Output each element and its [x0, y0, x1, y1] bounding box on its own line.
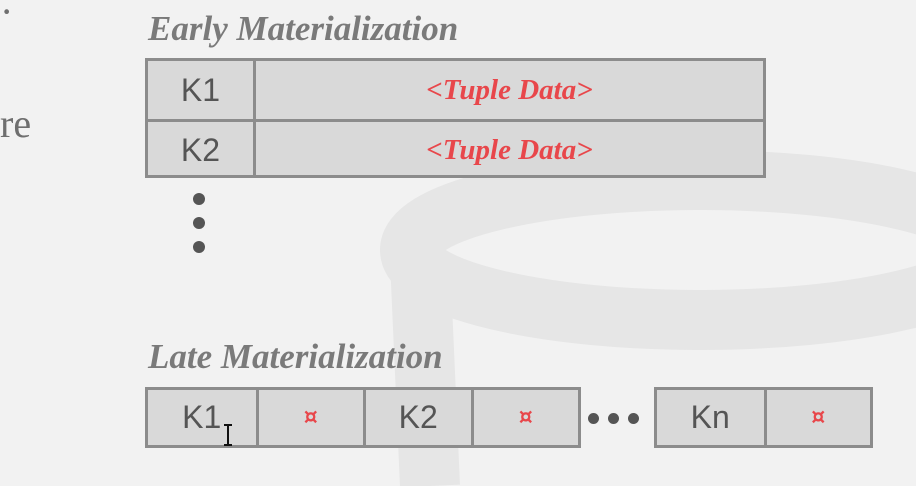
key-cell: K1 — [148, 61, 256, 119]
late-materialization-heading: Late Materialization — [148, 337, 443, 376]
pointer-icon: ¤ — [470, 390, 579, 445]
key-cell: K2 — [363, 390, 471, 445]
early-row: K2 <Tuple Data> — [148, 119, 763, 178]
horizontal-ellipsis-icon — [588, 412, 648, 426]
early-materialization-heading: Early Materialization — [148, 9, 459, 48]
late-materialization-segment: K1 ¤ K2 ¤ — [145, 387, 581, 448]
late-materialization-segment: Kn ¤ — [654, 387, 873, 448]
pointer-icon: ¤ — [255, 390, 364, 445]
early-row: K1 <Tuple Data> — [148, 61, 763, 119]
early-materialization-table: K1 <Tuple Data> K2 <Tuple Data> — [145, 58, 766, 178]
pointer-icon: ¤ — [763, 390, 871, 445]
vertical-ellipsis-icon — [192, 193, 206, 255]
key-cell: K1 — [182, 399, 222, 435]
cut-off-left-text: re — [0, 101, 32, 146]
key-cell: K2 — [148, 122, 256, 178]
tuple-data-cell: <Tuple Data> — [426, 133, 593, 166]
text-cursor-icon — [224, 424, 232, 446]
key-cell: Kn — [690, 399, 730, 435]
cut-off-left-text-top: · — [0, 0, 14, 34]
tuple-data-cell: <Tuple Data> — [426, 73, 593, 106]
